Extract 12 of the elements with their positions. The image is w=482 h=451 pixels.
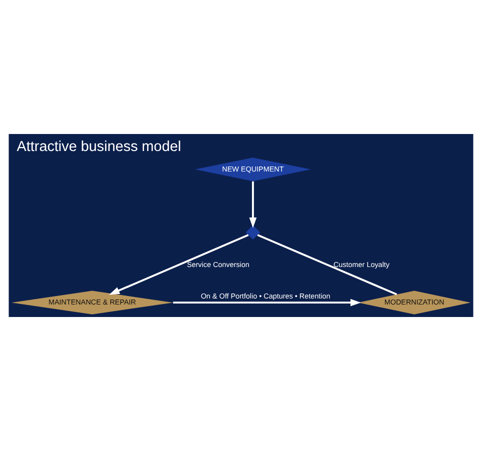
connector [257,234,398,296]
arrow [249,181,257,228]
node-diamond: MAINTENANCE & REPAIR [12,290,173,314]
node-diamond: MODERNIZATION [358,290,471,314]
diagram-title: Attractive business model [16,138,182,155]
node-diamond: NEW EQUIPMENT [194,158,311,182]
node-diamond [246,225,260,240]
arrow [109,234,249,295]
edge-label: Service Conversion [186,260,250,270]
arrow [173,298,361,306]
edge-label: On & Off Portfolio • Captures • Retention [200,292,330,301]
edge-label: Customer Loyalty [333,260,390,270]
